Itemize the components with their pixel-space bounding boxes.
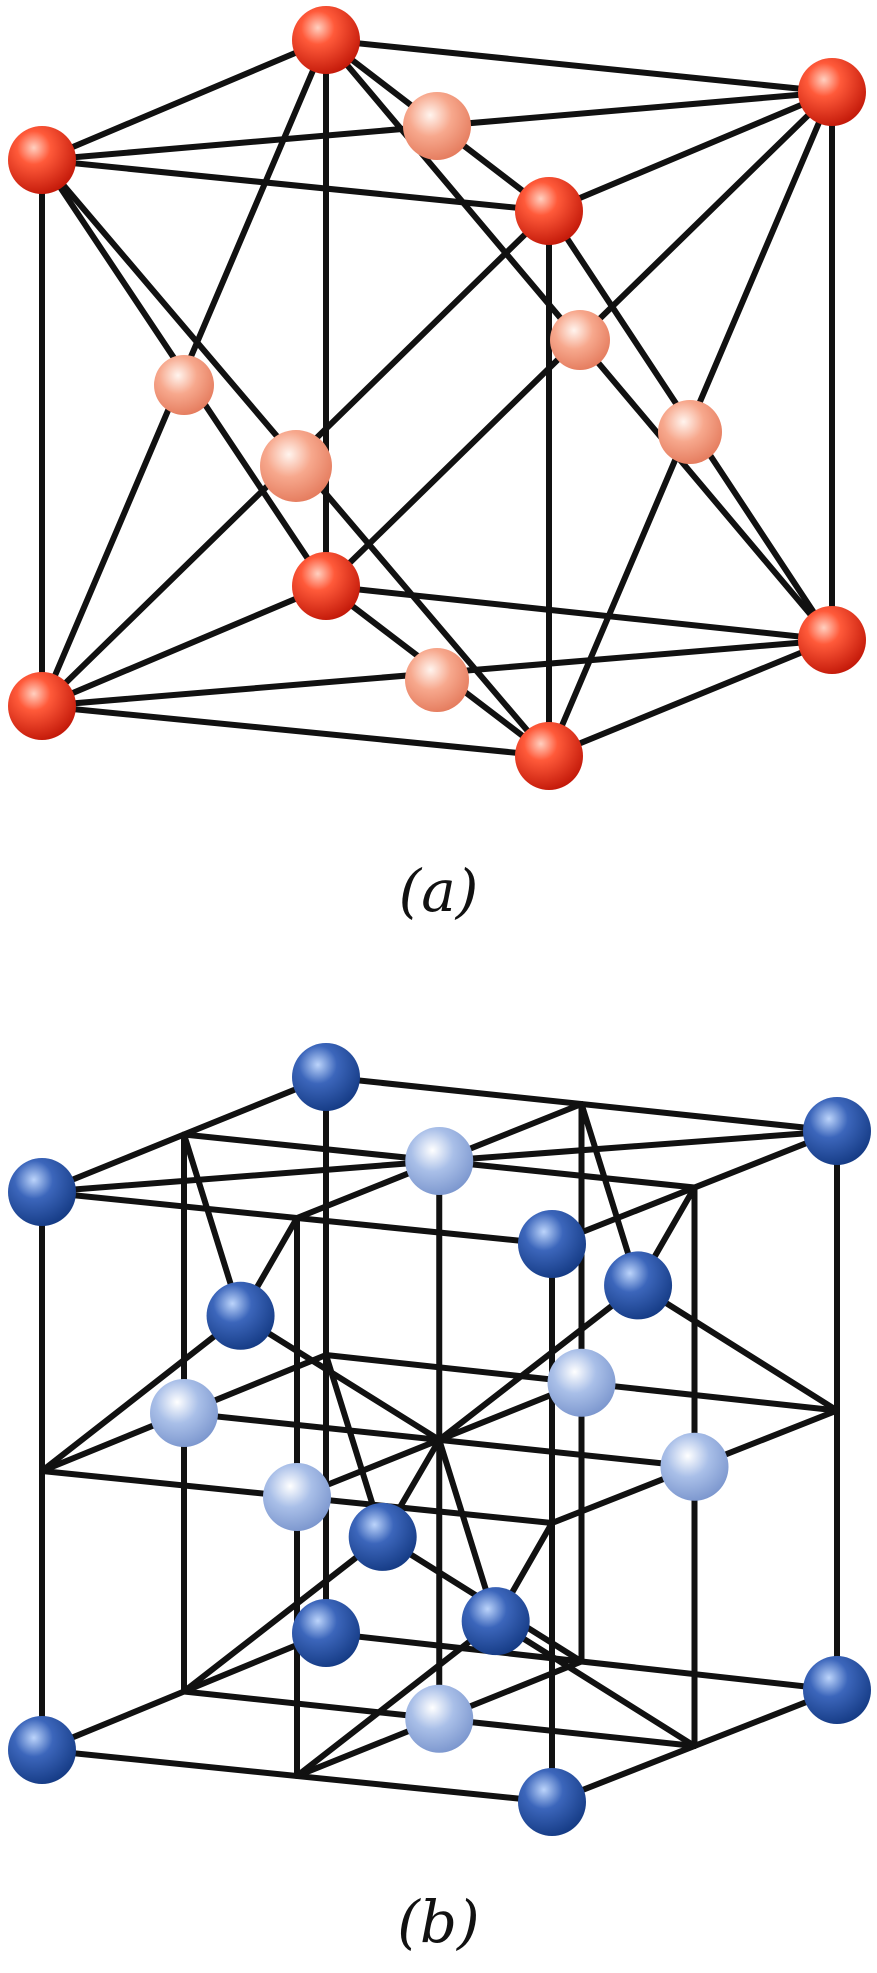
corner-atom [8,672,76,740]
corner-atom [518,1210,586,1278]
corner-atom [798,606,866,674]
corner-atom [8,1158,76,1226]
face-center-atom [260,430,332,502]
face-center-atom [550,310,610,370]
corner-atom [292,1043,360,1111]
bond [635,1282,840,1414]
cube-edge [39,157,552,214]
corner-atom [8,126,76,194]
cube-edge [39,703,552,759]
interior-atom [206,1281,275,1350]
face-center-atom [263,1463,331,1531]
bond [436,1282,642,1443]
panel-b-bonds [39,1074,840,1805]
bond [294,1618,499,1779]
corner-atom [292,6,360,74]
panel-b-atoms [8,1043,871,1836]
face-center-atom [403,92,471,160]
cube-edge [323,583,835,643]
caption-a: (a) [398,857,479,925]
face-center-atom [150,1379,218,1447]
face-center-atom [660,1432,729,1501]
caption-b: (b) [397,1888,480,1956]
cube-edge [39,583,329,709]
corner-atom [518,1768,586,1836]
face-center-atom [405,1127,474,1195]
face-center-atom [658,400,722,464]
face-center-atom [154,355,214,415]
interior-atom [461,1587,530,1656]
panel-a-fcc-lattice [8,6,866,790]
interior-atom [348,1502,417,1571]
cube-edge [39,37,329,163]
bond [237,1312,443,1443]
corner-atom [515,177,583,245]
corner-atom [803,1656,871,1724]
corner-atom [292,1599,360,1667]
corner-atom [292,552,360,620]
corner-atom [8,1716,76,1784]
bond [39,1312,244,1474]
bond [492,1618,698,1749]
corner-atom [798,58,866,126]
bond [39,1158,443,1195]
face-center-atom [405,1684,474,1753]
face-center-atom [405,648,469,712]
bond [436,1128,840,1164]
panel-a-atoms [8,6,866,790]
corner-atom [803,1097,871,1165]
face-center-atom [547,1348,616,1417]
corner-atom [515,722,583,790]
cube-edge [323,37,835,95]
panel-b-diamond-lattice [8,1043,871,1836]
interior-atom [604,1251,673,1320]
cube-edge [546,89,835,214]
bond [181,1533,386,1695]
cube-edge [546,637,835,759]
